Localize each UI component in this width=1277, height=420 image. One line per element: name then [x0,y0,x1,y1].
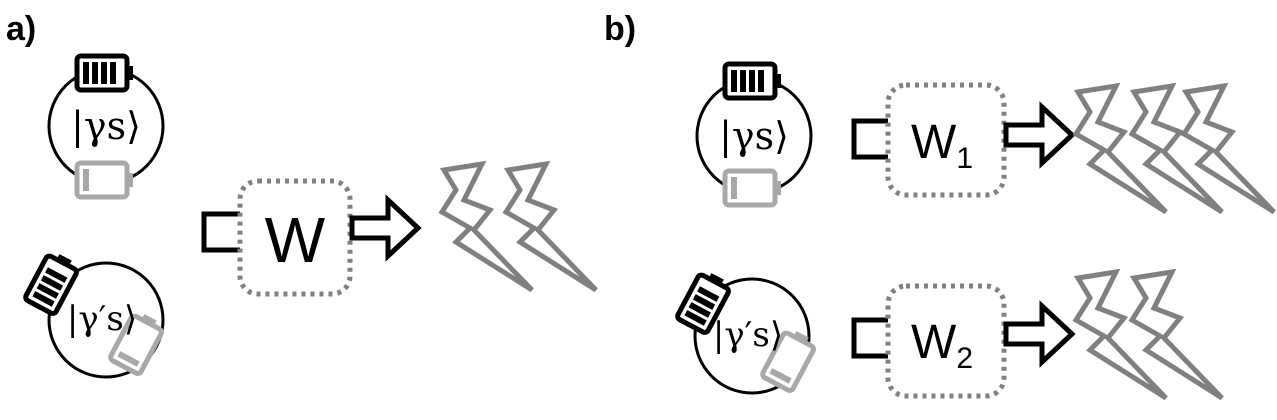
input-bracket [204,214,240,250]
work-label-w1: W1 [911,116,973,175]
arrow-icon [1006,107,1072,163]
state-gamma-label: |γs⟩ [71,104,141,148]
energy-bolts-b-bottom [1076,272,1222,398]
energy-bolts-a [442,164,596,290]
state-gamma-prime-label: |γ′s⟩ [713,315,783,355]
work-box-w: W [204,178,418,297]
panel-a-label: a) [6,10,36,48]
work-label-w: W [265,204,326,276]
input-bracket [854,320,890,356]
work-box-w2: W2 [854,283,1072,399]
state-gamma-b: |γs⟩ [695,64,813,205]
input-bracket [854,121,890,157]
state-gamma-label: |γs⟩ [719,114,789,158]
state-gamma-prime-b: |γ′s⟩ [676,268,817,395]
lightning-bolt-icon [506,164,596,290]
arrow-icon [1006,306,1072,362]
panel-b-label: b) [604,10,636,48]
battery-full-icon [725,64,781,98]
battery-empty-icon [725,171,781,205]
arrow-icon [352,200,418,256]
battery-empty-icon [77,163,133,197]
work-label-w2: W2 [911,316,973,375]
battery-full-icon [77,56,133,90]
energy-bolts-b-top [1076,86,1274,212]
state-gamma-prime-label: |γ′s⟩ [67,299,137,339]
state-gamma-a: |γs⟩ [47,56,165,197]
state-gamma-prime-a: |γ′s⟩ [24,249,165,379]
work-box-w1: W1 [854,82,1072,198]
